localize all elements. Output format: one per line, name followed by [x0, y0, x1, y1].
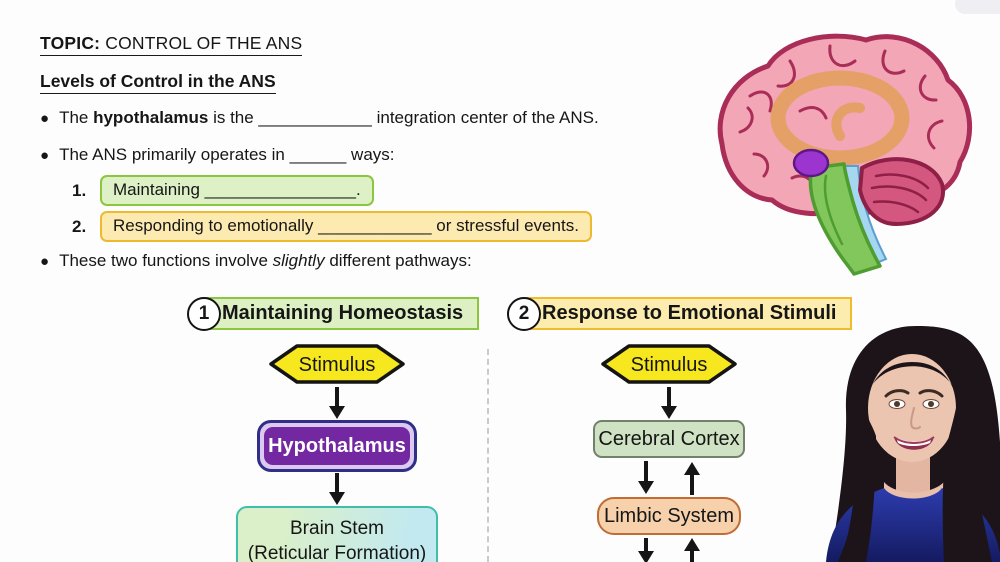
limbic-system-node: Limbic System: [597, 497, 741, 535]
list-number: 2.: [72, 216, 87, 236]
circled-number-1: 1: [187, 296, 221, 331]
limbic-ring: [770, 70, 910, 166]
highlight-box-yellow: Responding to emotionally ____________ o…: [100, 211, 592, 242]
topic-title: CONTROL OF THE ANS: [100, 33, 303, 53]
hypothalamus-highlight: [792, 148, 830, 178]
bullet-hypothalamus: ● The hypothalamus is the ____________ i…: [40, 108, 599, 129]
hypothalamus-label: Hypothalamus: [264, 427, 410, 465]
arrow-down-icon: [667, 387, 671, 406]
bullet-icon: ●: [40, 110, 50, 127]
bullet-icon: ●: [40, 147, 50, 164]
highlight-box-green: Maintaining ________________.: [100, 175, 374, 206]
cerebellum-shape: [858, 157, 946, 226]
bullet-text: The hypothalamus is the ____________ int…: [59, 108, 599, 127]
arrow-down-icon: [335, 473, 339, 492]
brain-stem-line2: (Reticular Formation): [247, 543, 427, 562]
bullet-text: The ANS primarily operates in ______ way…: [59, 145, 395, 164]
arrow-down-icon: [335, 387, 339, 406]
topic-label: TOPIC:: [40, 33, 101, 53]
presenter-eyes: [888, 399, 940, 409]
list-item-2: 2. Responding to emotionally ___________…: [72, 211, 592, 242]
section-heading: Levels of Control in the ANS: [40, 71, 276, 94]
bullet-text: These two functions involve slightly dif…: [59, 251, 472, 270]
flowchart-left-header: 1 Maintaining Homeostasis: [187, 296, 480, 331]
stimulus-hexagon-left: Stimulus: [269, 344, 405, 384]
hypothalamus-node: Hypothalamus: [257, 420, 417, 472]
page-title: TOPIC: CONTROL OF THE ANS: [40, 33, 303, 56]
arrow-up-icon: [690, 475, 694, 495]
brainstem-shape: [808, 162, 882, 276]
stimulus-label: Stimulus: [299, 354, 376, 376]
flowchart-right-title: Response to Emotional Stimuli: [542, 302, 837, 324]
presenter-face: [868, 354, 956, 462]
list-item-1: 1. Maintaining ________________.: [72, 175, 374, 206]
flowchart-right-header: 2 Response to Emotional Stimuli: [507, 296, 853, 331]
brain-stem-line1: Brain Stem: [290, 518, 384, 539]
bullet-ans-operates: ● The ANS primarily operates in ______ w…: [40, 145, 395, 166]
arrow-down-icon: [644, 538, 648, 551]
arrow-up-icon: [690, 551, 694, 562]
circled-number-2: 2: [507, 296, 541, 331]
brain-illustration: [717, 33, 973, 276]
faded-control-pill: [955, 0, 1000, 14]
flowchart-divider: [487, 349, 489, 562]
flowchart-left-title: Maintaining Homeostasis: [222, 302, 464, 324]
video-presenter: [826, 326, 1000, 562]
list-number: 1.: [72, 180, 87, 200]
arrow-down-icon: [644, 461, 648, 481]
presenter-smile: [893, 436, 935, 450]
brain-stem-node: Brain Stem (Reticular Formation): [236, 506, 438, 562]
cerebral-cortex-node: Cerebral Cortex: [593, 420, 745, 458]
stimulus-label: Stimulus: [631, 354, 708, 376]
bullet-icon: ●: [40, 253, 50, 270]
stimulus-hexagon-right: Stimulus: [601, 344, 737, 384]
bullet-two-functions: ● These two functions involve slightly d…: [40, 251, 472, 272]
